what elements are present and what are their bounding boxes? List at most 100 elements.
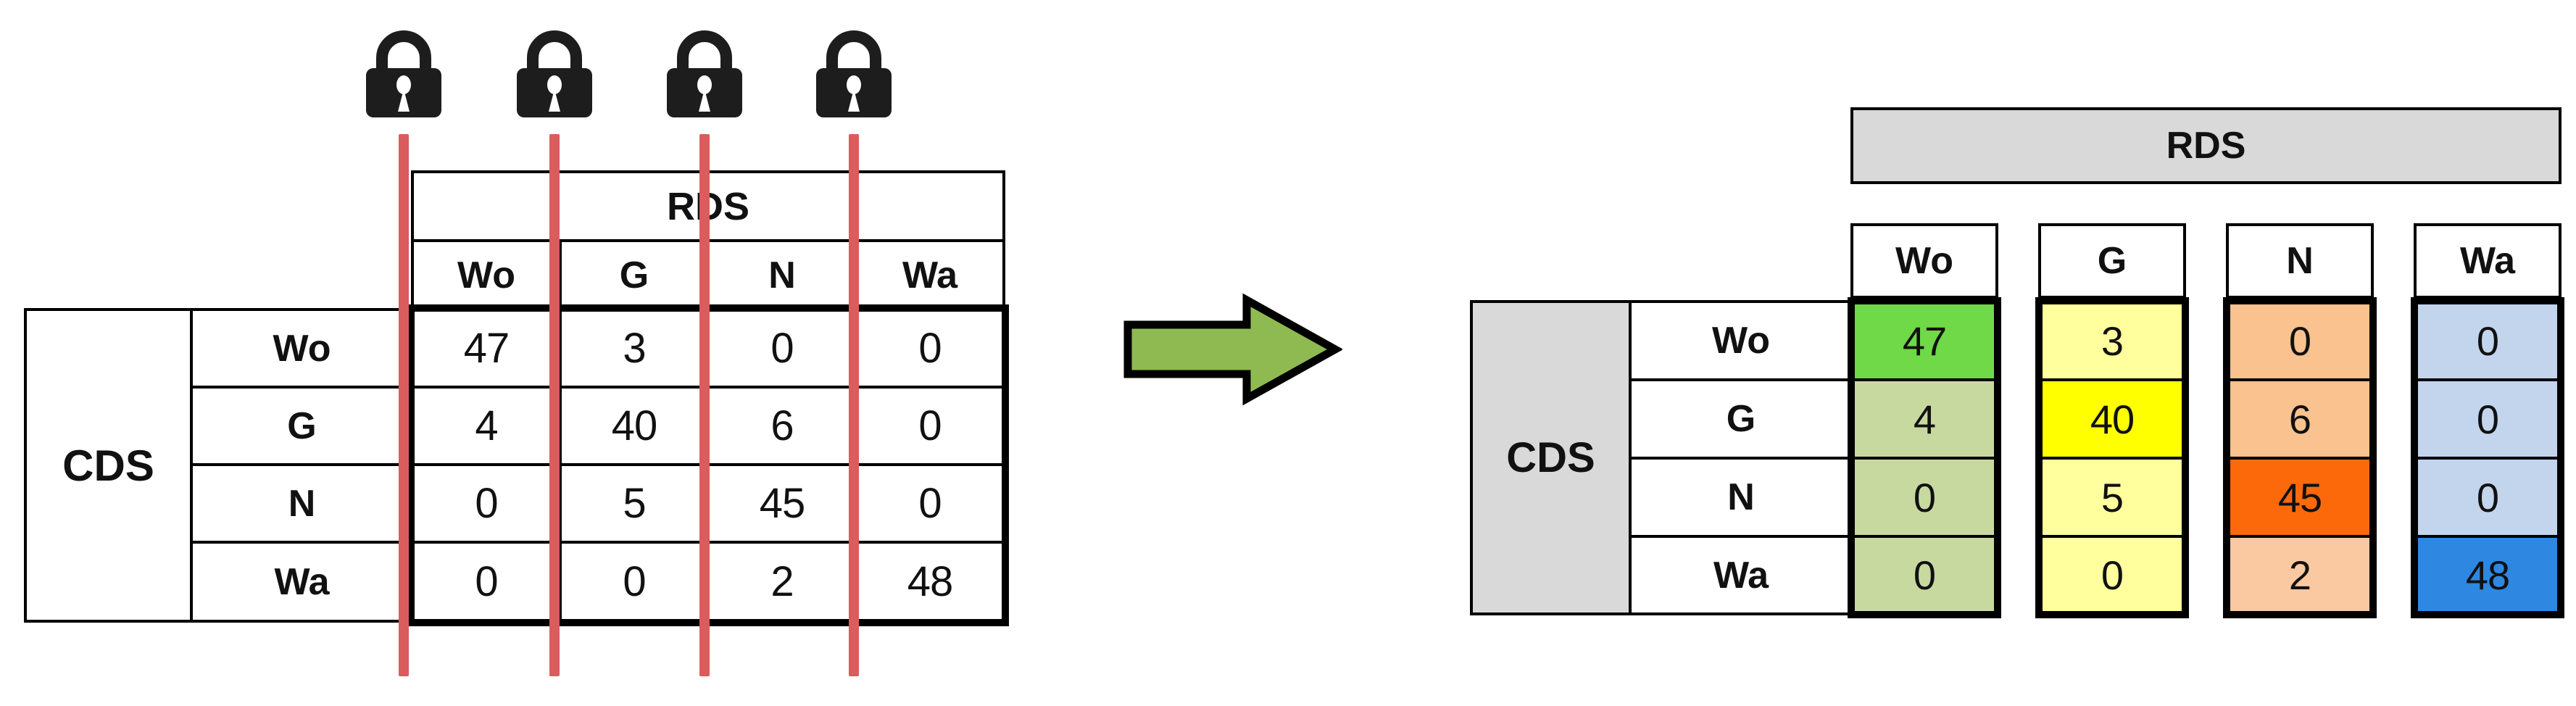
matrix-cell: 5 <box>559 463 710 544</box>
right-arrow-icon <box>1123 293 1342 406</box>
cell-value: 45 <box>2277 474 2322 520</box>
lock-icon <box>366 30 441 117</box>
matrix-cell: 3 <box>559 308 710 389</box>
row-header-label: Wa <box>274 560 330 603</box>
left-row-header-wo: Wo <box>190 308 414 389</box>
col-header-label: Wo <box>457 254 515 296</box>
right-col-header-g: G <box>2038 223 2186 299</box>
matrix-cell: 0 <box>855 386 1005 466</box>
matrix-cell: 0 <box>411 541 562 623</box>
cell-value: 47 <box>1902 317 1947 364</box>
row-header-label: G <box>287 404 317 447</box>
matrix-cell: 47 <box>411 308 562 389</box>
matrix-cell: 0 <box>855 463 1005 544</box>
cell-value: 4 <box>1913 396 1936 442</box>
colored-cell: 47 <box>1850 300 1998 381</box>
left-cds-label: CDS <box>62 441 154 490</box>
col-header-label: Wa <box>902 254 958 296</box>
matrix-cell: 0 <box>411 463 562 544</box>
cell-value: 2 <box>2288 552 2311 598</box>
right-rds-group-header: RDS <box>1850 107 2562 184</box>
col-header-label: G <box>619 254 649 296</box>
cut-line <box>849 134 859 676</box>
lock-icon <box>517 30 592 117</box>
colored-cell: 3 <box>2038 300 2186 381</box>
cell-value: 0 <box>2288 317 2311 364</box>
colored-cell: 6 <box>2226 378 2374 460</box>
colored-cell: 0 <box>1850 457 1998 538</box>
right-col-header-wa: Wa <box>2414 223 2562 299</box>
cell-value: 0 <box>918 402 942 449</box>
colored-cell: 0 <box>2414 378 2562 460</box>
right-cds-corner: CDS <box>1470 300 1632 615</box>
colored-cell: 45 <box>2226 457 2374 538</box>
cell-value: 0 <box>623 558 646 605</box>
cell-value: 0 <box>2476 474 2499 520</box>
colored-cell: 40 <box>2038 378 2186 460</box>
left-col-header-n: N <box>707 239 857 311</box>
matrix-cell: 4 <box>411 386 562 466</box>
cell-value: 3 <box>623 325 646 372</box>
right-rds-label: RDS <box>2166 125 2246 167</box>
matrix-cell: 6 <box>707 386 857 466</box>
cell-value: 0 <box>770 325 794 372</box>
cell-value: 48 <box>907 558 954 605</box>
cell-value: 40 <box>2090 396 2135 442</box>
colored-cell: 0 <box>2414 300 2562 381</box>
right-row-header-wa: Wa <box>1629 535 1853 615</box>
cell-value: 47 <box>463 325 510 372</box>
left-col-header-wa: Wa <box>855 239 1005 311</box>
row-header-label: Wa <box>1713 554 1769 597</box>
cell-value: 40 <box>611 402 658 449</box>
right-cds-label: CDS <box>1506 434 1595 481</box>
left-row-header-wa: Wa <box>190 541 414 623</box>
cell-value: 3 <box>2101 317 2124 364</box>
right-row-header-n: N <box>1629 457 1853 538</box>
col-header-label: Wa <box>2459 240 2516 282</box>
matrix-cell: 45 <box>707 463 857 544</box>
matrix-cell: 2 <box>707 541 857 623</box>
left-cds-corner: CDS <box>24 308 193 623</box>
col-header-label: G <box>2097 240 2127 282</box>
cell-value: 5 <box>2101 474 2124 520</box>
col-header-label: Wo <box>1895 240 1953 282</box>
matrix-cell: 0 <box>707 308 857 389</box>
cell-value: 0 <box>2476 317 2499 364</box>
right-col-header-wo: Wo <box>1850 223 1998 299</box>
cell-value: 0 <box>2101 552 2124 598</box>
cell-value: 0 <box>1913 474 1936 520</box>
cell-value: 6 <box>2288 396 2311 442</box>
left-col-header-g: G <box>559 239 710 311</box>
cell-value: 45 <box>759 480 806 527</box>
colored-cell: 4 <box>1850 378 1998 460</box>
colored-cell: 0 <box>2038 535 2186 615</box>
matrix-cell: 0 <box>559 541 710 623</box>
colored-cell: 5 <box>2038 457 2186 538</box>
left-col-header-wo: Wo <box>411 239 562 311</box>
matrix-cell: 48 <box>855 541 1005 623</box>
cell-value: 6 <box>770 402 794 449</box>
arrow-shape <box>1123 293 1342 406</box>
cell-value: 0 <box>475 480 498 527</box>
col-header-label: N <box>768 254 796 296</box>
cell-value: 0 <box>475 558 498 605</box>
matrix-cell: 40 <box>559 386 710 466</box>
lock-icon <box>667 30 742 117</box>
cell-value: 5 <box>623 480 646 527</box>
colored-cell: 2 <box>2226 535 2374 615</box>
cell-value: 0 <box>918 480 942 527</box>
cut-line <box>699 134 710 676</box>
row-header-label: N <box>288 482 316 525</box>
colored-cell: 48 <box>2414 535 2562 615</box>
colored-cell: 0 <box>1850 535 1998 615</box>
cut-line <box>399 134 409 676</box>
cell-value: 0 <box>1913 552 1936 598</box>
cell-value: 4 <box>475 402 498 449</box>
cell-value: 48 <box>2465 552 2510 598</box>
right-row-header-g: G <box>1629 378 1853 460</box>
matrix-cell: 0 <box>855 308 1005 389</box>
row-header-label: Wo <box>273 327 331 370</box>
lock-icon <box>816 30 892 117</box>
row-header-label: Wo <box>1712 320 1770 362</box>
